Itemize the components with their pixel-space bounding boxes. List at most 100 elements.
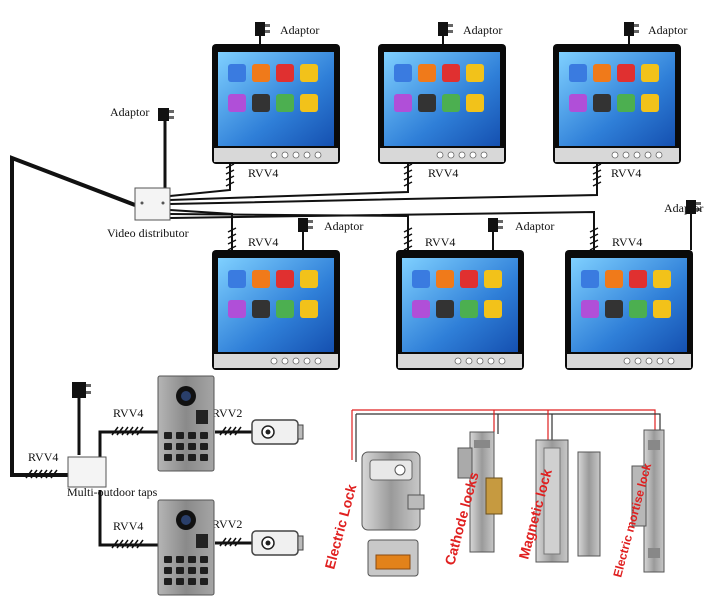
- app-tile-icon: [641, 94, 659, 112]
- keypad-key: [200, 454, 208, 461]
- monitor-button: [469, 151, 477, 159]
- adaptor-label-monitor-4: Adaptor: [324, 219, 363, 233]
- keypad-key: [188, 454, 196, 461]
- app-tile-icon: [484, 300, 502, 318]
- cable-distributor-to-taps: [10, 155, 136, 477]
- app-tile-icon: [394, 64, 412, 82]
- keypad-key: [200, 443, 208, 450]
- app-tile-icon: [300, 300, 318, 318]
- keypad-key: [200, 556, 208, 563]
- keypad-key: [188, 567, 196, 574]
- monitor-button: [656, 357, 664, 365]
- rvv4-label-monitor-4: RVV4: [248, 235, 278, 249]
- app-tile-icon: [228, 64, 246, 82]
- app-tile-icon: [442, 94, 460, 112]
- keypad-key: [176, 443, 184, 450]
- app-tile-icon: [593, 64, 611, 82]
- app-tile-icon: [300, 64, 318, 82]
- monitor-button: [281, 151, 289, 159]
- rvv2-label-panel-1: RVV2: [212, 406, 242, 420]
- lock-box-1: [251, 419, 304, 445]
- outdoor-panels: [157, 375, 215, 596]
- monitor-button: [303, 151, 311, 159]
- rvv4-label-panel-2: RVV4: [113, 519, 143, 533]
- app-tile-icon: [228, 270, 246, 288]
- rvv4-label-panel-1: RVV4: [113, 406, 143, 420]
- app-tile-icon: [653, 270, 671, 288]
- app-tile-icon: [276, 94, 294, 112]
- app-tile-icon: [569, 64, 587, 82]
- monitor-button: [458, 151, 466, 159]
- app-tile-icon: [276, 300, 294, 318]
- adaptor-plug-icon: [298, 218, 313, 250]
- electric-lock: [361, 451, 425, 577]
- keypad-key: [164, 454, 172, 461]
- keypad-key: [200, 432, 208, 439]
- monitor-button: [498, 357, 506, 365]
- monitor-button: [611, 151, 619, 159]
- video-distributor: [134, 187, 171, 221]
- cable-to-monitor-6: [169, 210, 595, 252]
- app-tile-icon: [569, 94, 587, 112]
- monitor-button: [645, 357, 653, 365]
- adaptor-plug-icon: [488, 218, 503, 250]
- app-tile-icon: [605, 300, 623, 318]
- app-tile-icon: [436, 300, 454, 318]
- rvv4-label-monitor-2: RVV4: [428, 166, 458, 180]
- rvv4-label-monitor-1: RVV4: [248, 166, 278, 180]
- rvv4-label-monitor-5: RVV4: [425, 235, 455, 249]
- keypad-key: [164, 567, 172, 574]
- keypad-key: [176, 578, 184, 585]
- cable-to-monitor-1: [169, 162, 231, 197]
- app-tile-icon: [228, 94, 246, 112]
- rvv4-label-main-feeder: RVV4: [28, 450, 58, 464]
- app-tile-icon: [276, 270, 294, 288]
- app-tile-icon: [653, 300, 671, 318]
- rvv4-label-monitor-3: RVV4: [611, 166, 641, 180]
- keypad-key: [164, 432, 172, 439]
- app-tile-icon: [466, 94, 484, 112]
- cable-to-monitor-3: [169, 162, 598, 205]
- monitor-button: [303, 357, 311, 365]
- monitor-button: [292, 357, 300, 365]
- monitor-button: [314, 357, 322, 365]
- indoor-monitor: [378, 22, 506, 164]
- monitor-button: [270, 357, 278, 365]
- adaptor-label-distributor: Adaptor: [110, 105, 149, 119]
- adaptor-plug-taps: [72, 382, 91, 398]
- app-tile-icon: [300, 270, 318, 288]
- lock-wires: [351, 409, 661, 462]
- app-tile-icon: [484, 270, 502, 288]
- rvv4-label-monitor-6: RVV4: [612, 235, 642, 249]
- cable-hatches: [25, 163, 602, 549]
- app-tile-icon: [252, 270, 270, 288]
- indoor-monitors: [212, 22, 701, 370]
- monitor-button: [281, 357, 289, 365]
- app-tile-icon: [593, 94, 611, 112]
- outdoor-panel: [157, 375, 215, 472]
- card-reader-icon: [196, 534, 208, 548]
- indoor-monitor: [212, 218, 340, 370]
- app-tile-icon: [394, 94, 412, 112]
- keypad-key: [164, 578, 172, 585]
- app-tile-icon: [252, 64, 270, 82]
- cable-to-monitor-5: [169, 213, 409, 252]
- cable-taps-to-panel-1: [98, 430, 158, 465]
- adaptor-plug-icon: [255, 22, 270, 44]
- lock-box-2: [251, 530, 304, 556]
- rvv2-label-panel-2: RVV2: [212, 517, 242, 531]
- adaptor-plug-icon: [686, 200, 701, 250]
- app-tile-icon: [228, 300, 246, 318]
- monitor-button: [644, 151, 652, 159]
- monitor-button: [622, 151, 630, 159]
- indoor-monitor: [565, 200, 701, 370]
- app-tile-icon: [442, 64, 460, 82]
- adaptor-plug-distributor: [158, 108, 174, 121]
- monitor-button: [270, 151, 278, 159]
- app-tile-icon: [436, 270, 454, 288]
- app-tile-icon: [418, 64, 436, 82]
- adaptor-label-monitor-6: Adaptor: [664, 201, 703, 215]
- card-reader-icon: [196, 410, 208, 424]
- monitor-button: [667, 357, 675, 365]
